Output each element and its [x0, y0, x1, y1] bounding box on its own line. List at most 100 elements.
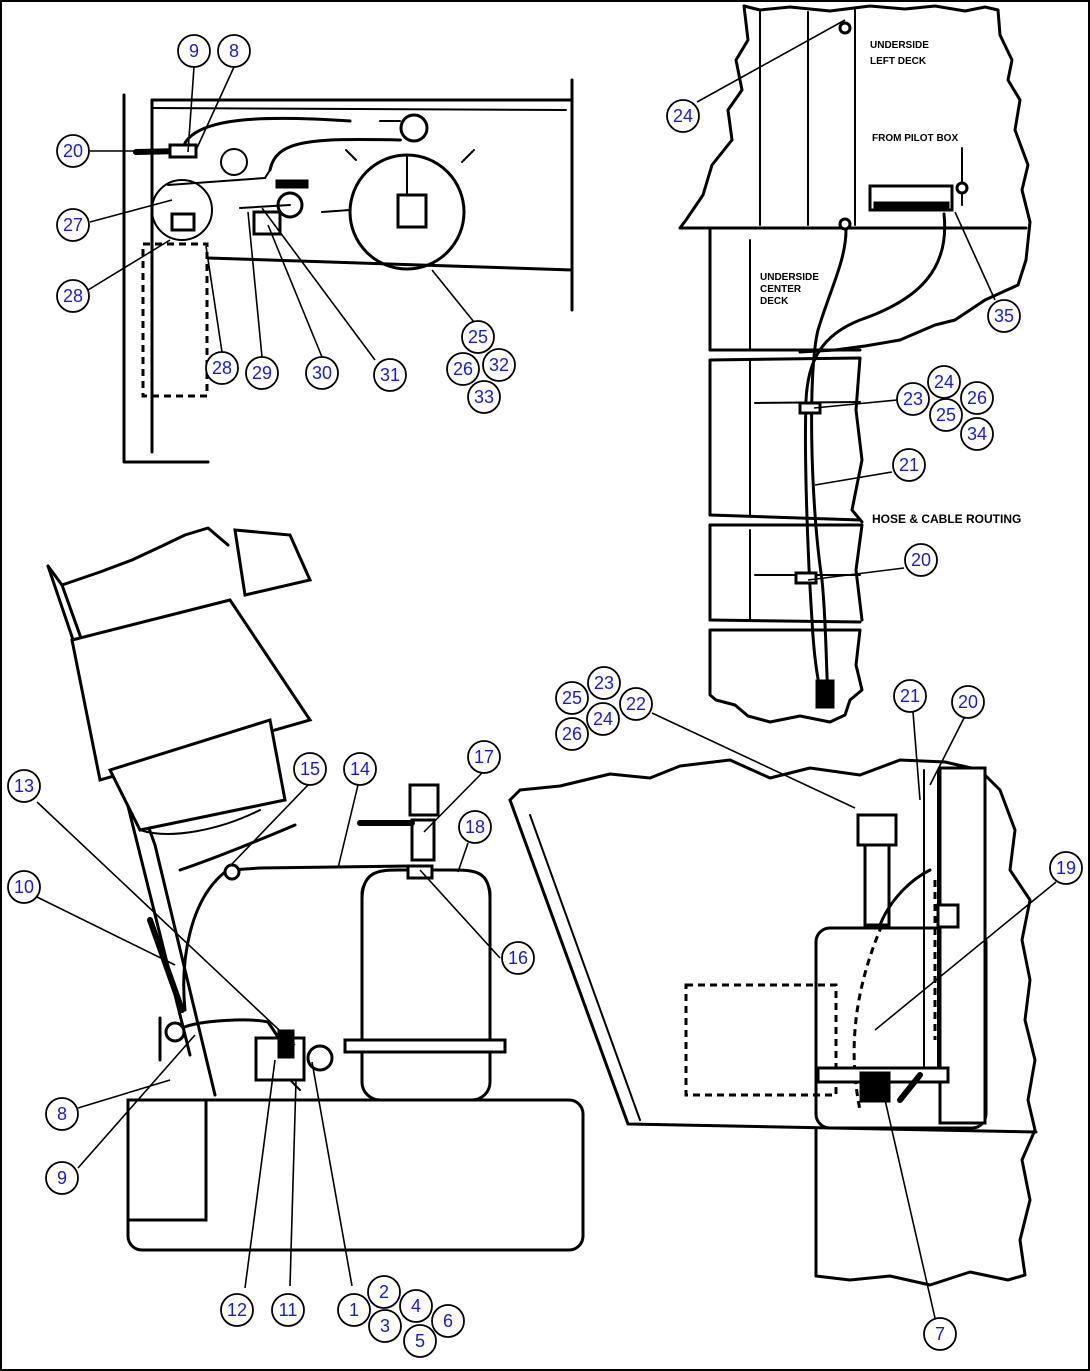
callout-27: 27	[56, 208, 90, 242]
callout-17: 17	[467, 740, 501, 774]
svg-text:8: 8	[57, 1104, 67, 1124]
label-underside-center-deck-line2: CENTER	[760, 284, 802, 295]
callout-29: 29	[245, 356, 279, 390]
svg-text:30: 30	[312, 363, 332, 383]
callout-15: 15	[293, 752, 327, 786]
callout-14: 14	[343, 752, 377, 786]
svg-text:20: 20	[63, 141, 83, 161]
bottom-left-view	[46, 526, 585, 1252]
svg-text:28: 28	[212, 358, 232, 378]
svg-text:35: 35	[994, 306, 1014, 326]
svg-text:1: 1	[349, 1300, 359, 1320]
callout-22: 22	[619, 687, 653, 721]
svg-text:10: 10	[14, 877, 34, 897]
callout-10: 10	[7, 870, 41, 904]
callout-20: 20	[951, 685, 985, 719]
callout-28: 28	[205, 351, 239, 385]
label-underside-left-deck-line2: LEFT DECK	[870, 56, 927, 67]
svg-text:24: 24	[673, 106, 693, 126]
svg-text:13: 13	[14, 776, 34, 796]
svg-text:21: 21	[899, 455, 919, 475]
top-right-view	[678, 4, 1032, 724]
callout-20: 20	[904, 543, 938, 577]
callout-32: 32	[482, 348, 516, 382]
callout-35: 35	[987, 299, 1021, 333]
callout-6: 6	[431, 1304, 465, 1338]
callout-21: 21	[893, 679, 927, 713]
label-hose-cable-routing: HOSE & CABLE ROUTING	[872, 512, 1021, 526]
svg-text:23: 23	[903, 389, 923, 409]
svg-text:26: 26	[562, 724, 582, 744]
svg-text:26: 26	[453, 359, 473, 379]
callout-5: 5	[403, 1324, 437, 1358]
svg-text:16: 16	[508, 948, 528, 968]
svg-text:14: 14	[350, 759, 370, 779]
svg-text:2: 2	[379, 1282, 389, 1302]
svg-text:23: 23	[594, 673, 614, 693]
callout-1: 1	[337, 1293, 371, 1327]
svg-text:28: 28	[63, 286, 83, 306]
svg-text:8: 8	[229, 41, 239, 61]
callout-31: 31	[373, 358, 407, 392]
callout-23: 23	[896, 382, 930, 416]
callout-24: 24	[927, 365, 961, 399]
svg-text:6: 6	[443, 1311, 453, 1331]
callout-20: 20	[56, 134, 90, 168]
svg-text:19: 19	[1056, 858, 1076, 878]
callout-11: 11	[271, 1293, 305, 1327]
callout-12: 12	[220, 1293, 254, 1327]
svg-text:24: 24	[593, 709, 613, 729]
svg-text:25: 25	[936, 405, 956, 425]
callout-26: 26	[555, 717, 589, 751]
callout-4: 4	[399, 1289, 433, 1323]
svg-text:31: 31	[380, 365, 400, 385]
callout-34: 34	[960, 417, 994, 451]
callout-8: 8	[217, 34, 251, 68]
bottom-right-view	[508, 758, 1038, 1287]
svg-text:18: 18	[465, 817, 485, 837]
svg-text:22: 22	[626, 694, 646, 714]
svg-text:12: 12	[227, 1300, 247, 1320]
label-underside-left-deck-line1: UNDERSIDE	[870, 40, 929, 51]
svg-text:9: 9	[189, 41, 199, 61]
callout-13: 13	[7, 769, 41, 803]
text-labels: UNDERSIDE LEFT DECK FROM PILOT BOX UNDER…	[760, 40, 1021, 526]
callout-19: 19	[1049, 851, 1083, 885]
leader-lines	[36, 19, 1057, 1319]
callout-23: 23	[587, 666, 621, 700]
svg-text:32: 32	[489, 355, 509, 375]
callout-7: 7	[923, 1317, 957, 1351]
callouts: 9 8 20 27 28 28 29 30 31 25 26 32 33 24 …	[7, 34, 1083, 1358]
callout-33: 33	[467, 380, 501, 414]
top-left-view	[122, 78, 574, 464]
svg-text:17: 17	[474, 747, 494, 767]
callout-18: 18	[458, 810, 492, 844]
callout-24: 24	[586, 702, 620, 736]
svg-text:20: 20	[911, 550, 931, 570]
svg-text:21: 21	[900, 686, 920, 706]
svg-text:26: 26	[967, 388, 987, 408]
callout-25: 25	[929, 398, 963, 432]
svg-text:9: 9	[57, 1168, 67, 1188]
svg-text:5: 5	[415, 1331, 425, 1351]
callout-28: 28	[56, 279, 90, 313]
callout-26: 26	[960, 381, 994, 415]
svg-text:20: 20	[958, 692, 978, 712]
svg-text:33: 33	[474, 387, 494, 407]
callout-30: 30	[305, 356, 339, 390]
svg-text:29: 29	[252, 363, 272, 383]
callout-9: 9	[177, 34, 211, 68]
callout-25: 25	[555, 681, 589, 715]
svg-text:27: 27	[63, 215, 83, 235]
svg-text:11: 11	[279, 1300, 298, 1320]
svg-text:7: 7	[935, 1324, 945, 1344]
svg-text:25: 25	[562, 688, 582, 708]
svg-text:4: 4	[411, 1296, 421, 1316]
callout-21: 21	[892, 448, 926, 482]
label-from-pilot-box: FROM PILOT BOX	[872, 133, 958, 144]
svg-text:3: 3	[380, 1316, 390, 1336]
callout-9: 9	[45, 1161, 79, 1195]
callout-25: 25	[461, 320, 495, 354]
